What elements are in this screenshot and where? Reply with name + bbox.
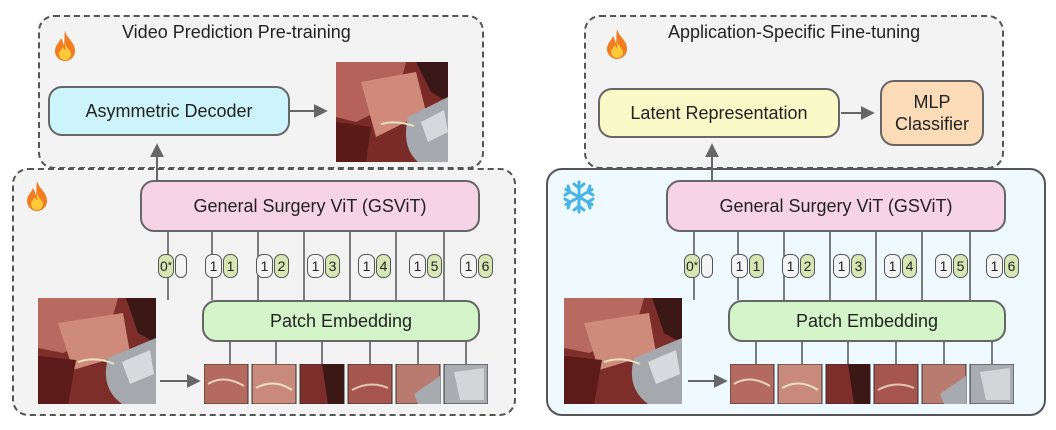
- pretraining-title: Video Prediction Pre-training: [122, 22, 351, 42]
- asymmetric-decoder-box: Asymmetric Decoder: [48, 86, 290, 136]
- latent-representation-box: Latent Representation: [598, 88, 840, 138]
- gsvit-box: General Surgery ViT (GSViT): [140, 180, 480, 232]
- fire-icon: [604, 28, 630, 60]
- patch-strip: [203, 363, 489, 405]
- input-frame-image: [38, 298, 156, 404]
- token-cls: 0*: [158, 254, 187, 278]
- finetuning-title: Application-Specific Fine-tuning: [668, 22, 921, 42]
- patch-embedding-box: Patch Embedding: [728, 300, 1006, 342]
- fire-icon: [24, 180, 50, 212]
- patch-strip: [729, 363, 1015, 405]
- token-cls: 0*: [684, 254, 713, 278]
- input-frame-image: [564, 298, 682, 404]
- mlp-classifier-box: MLP Classifier: [880, 80, 984, 146]
- gsvit-box: General Surgery ViT (GSViT): [666, 180, 1006, 232]
- patch-embedding-box: Patch Embedding: [202, 300, 480, 342]
- predicted-frame-image: [336, 62, 448, 162]
- snowflake-icon: [562, 180, 596, 214]
- fire-icon: [52, 30, 78, 62]
